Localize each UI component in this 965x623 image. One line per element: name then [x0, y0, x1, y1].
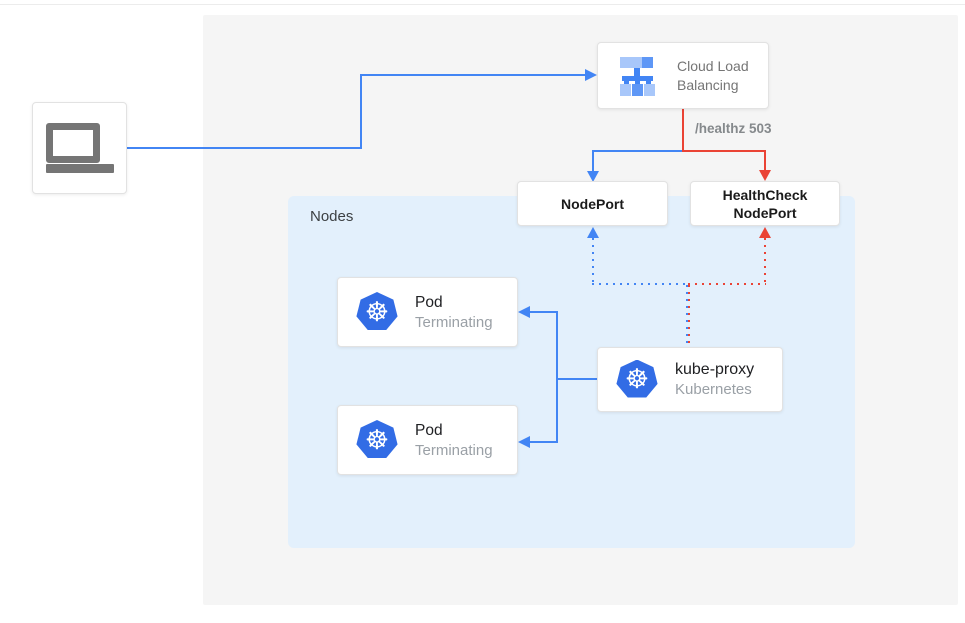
kubernetes-icon: ☸: [616, 359, 658, 398]
kube-proxy-stem-dotted-blue: [686, 285, 688, 347]
arrowhead-into-healthcheck-nodeport: [759, 170, 771, 181]
pod-1-status: Terminating: [415, 313, 493, 331]
nodeport-label: NodePort: [561, 195, 624, 212]
kube-proxy-to-healthcheck-dotted-vertical: [764, 238, 766, 284]
pod-2-title: Pod: [415, 421, 443, 439]
kube-proxy-title: kube-proxy: [675, 361, 755, 378]
nodeport-card: NodePort: [517, 181, 668, 226]
healthcheck-nodeport-card: HealthCheck NodePort: [690, 181, 840, 226]
traffic-branch-vertical: [592, 150, 594, 173]
kube-proxy-stem-dotted-red: [688, 285, 690, 347]
client-traffic-line-vertical: [360, 74, 362, 149]
line-into-pod-1: [530, 311, 558, 313]
dotted-arrowhead-into-nodeport: [587, 227, 599, 238]
arrowhead-into-nodeport: [587, 171, 599, 182]
kube-proxy-to-healthcheck-dotted-horizontal: [688, 283, 766, 285]
nodes-label: Nodes: [310, 208, 354, 225]
load-balancer-icon: [620, 56, 655, 96]
top-divider: [0, 4, 965, 5]
pod-2-status: Terminating: [415, 441, 493, 459]
line-into-pod-2: [530, 441, 558, 443]
healthcheck-branch-vertical: [764, 150, 766, 172]
kube-proxy-text: kube-proxy Kubernetes: [675, 361, 754, 398]
kube-proxy-card: ☸ kube-proxy Kubernetes: [597, 347, 783, 412]
kube-proxy-to-nodeport-dotted-vertical: [592, 238, 594, 284]
pod-1-title: Pod: [415, 293, 443, 311]
kube-proxy-subtitle: Kubernetes: [675, 381, 752, 398]
client-to-lb-line: [360, 74, 586, 76]
healthcheck-nodeport-label-line2: NodePort: [733, 204, 797, 221]
healthz-status-label: /healthz 503: [695, 121, 772, 136]
pod-card-1: ☸ Pod Terminating: [337, 277, 518, 347]
client-device-card: [32, 102, 127, 194]
arrowhead-into-pod-2: [518, 436, 530, 448]
kube-proxy-to-nodeport-dotted-horizontal: [592, 283, 688, 285]
pod-card-2: ☸ Pod Terminating: [337, 405, 518, 475]
traffic-branch-horizontal: [592, 150, 684, 152]
kubernetes-icon: ☸: [356, 420, 398, 458]
arrowhead-into-pod-1: [518, 306, 530, 318]
laptop-icon: [45, 123, 114, 173]
healthcheck-nodeport-label-line1: HealthCheck: [722, 186, 808, 203]
pod-2-text: Pod Terminating: [415, 422, 493, 459]
dotted-arrowhead-into-healthcheck-nodeport: [759, 227, 771, 238]
arrowhead-into-load-balancer: [585, 69, 597, 81]
lb-healthcheck-line-vertical: [682, 109, 684, 152]
kube-proxy-left-line: [557, 378, 597, 380]
client-traffic-line-horizontal: [127, 147, 361, 149]
cloud-load-balancing-label: Cloud Load Balancing: [677, 57, 749, 93]
cloud-load-balancing-card: Cloud Load Balancing: [597, 42, 769, 109]
healthcheck-branch-horizontal: [682, 150, 766, 152]
pods-split-vertical: [556, 311, 558, 442]
pod-1-text: Pod Terminating: [415, 294, 493, 331]
kubernetes-icon: ☸: [356, 292, 398, 330]
